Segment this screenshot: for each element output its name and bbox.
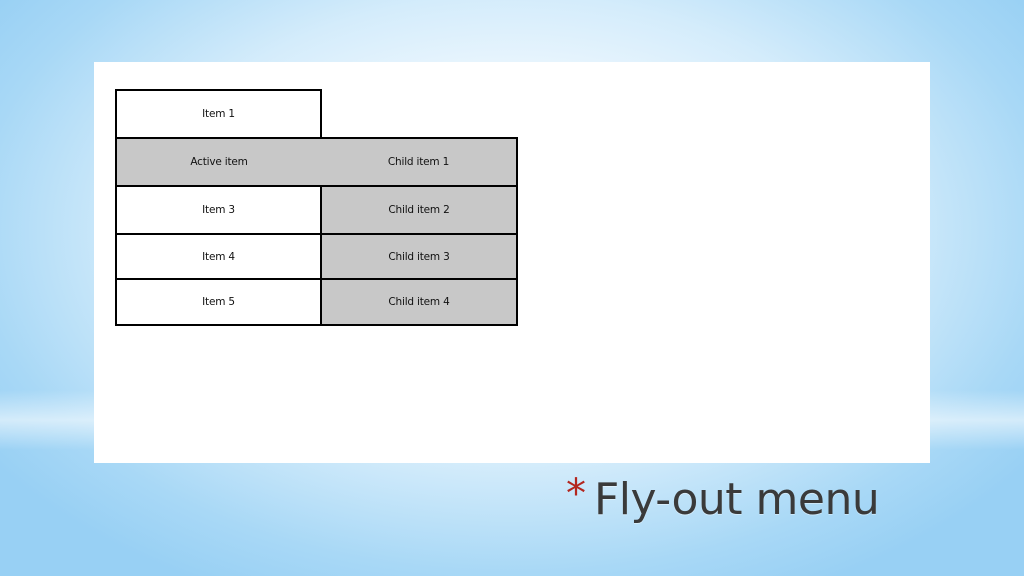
child-item-2[interactable]: Child item 2 — [320, 185, 518, 235]
menu-item-5[interactable]: Item 5 — [115, 278, 322, 326]
menu-item-1[interactable]: Item 1 — [115, 89, 322, 139]
menu-item-label: Item 1 — [202, 108, 235, 120]
child-item-label: Child item 3 — [388, 250, 450, 263]
title-bullet: * — [566, 471, 586, 517]
menu-item-3[interactable]: Item 3 — [115, 185, 322, 235]
child-item-label: Child item 4 — [388, 296, 450, 308]
menu-item-4[interactable]: Item 4 — [115, 233, 322, 280]
menu-item-label: Item 5 — [202, 296, 235, 308]
child-item-4[interactable]: Child item 4 — [320, 278, 518, 326]
slide-title: Fly-out menu — [594, 474, 880, 525]
menu-item-label: Item 3 — [202, 204, 235, 216]
menu-item-label: Active item — [190, 156, 248, 168]
child-item-3[interactable]: Child item 3 — [320, 233, 518, 280]
child-item-label: Child item 1 — [387, 156, 450, 168]
menu-item-label: Item 4 — [202, 250, 235, 263]
slide-title-block: * Fly-out menu — [566, 470, 880, 540]
child-item-label: Child item 2 — [388, 204, 450, 216]
menu-item-active[interactable]: Active item Child item 1 — [115, 137, 518, 187]
slide-canvas: Item 1 Active item Child item 1 Item 3 I… — [94, 62, 930, 463]
